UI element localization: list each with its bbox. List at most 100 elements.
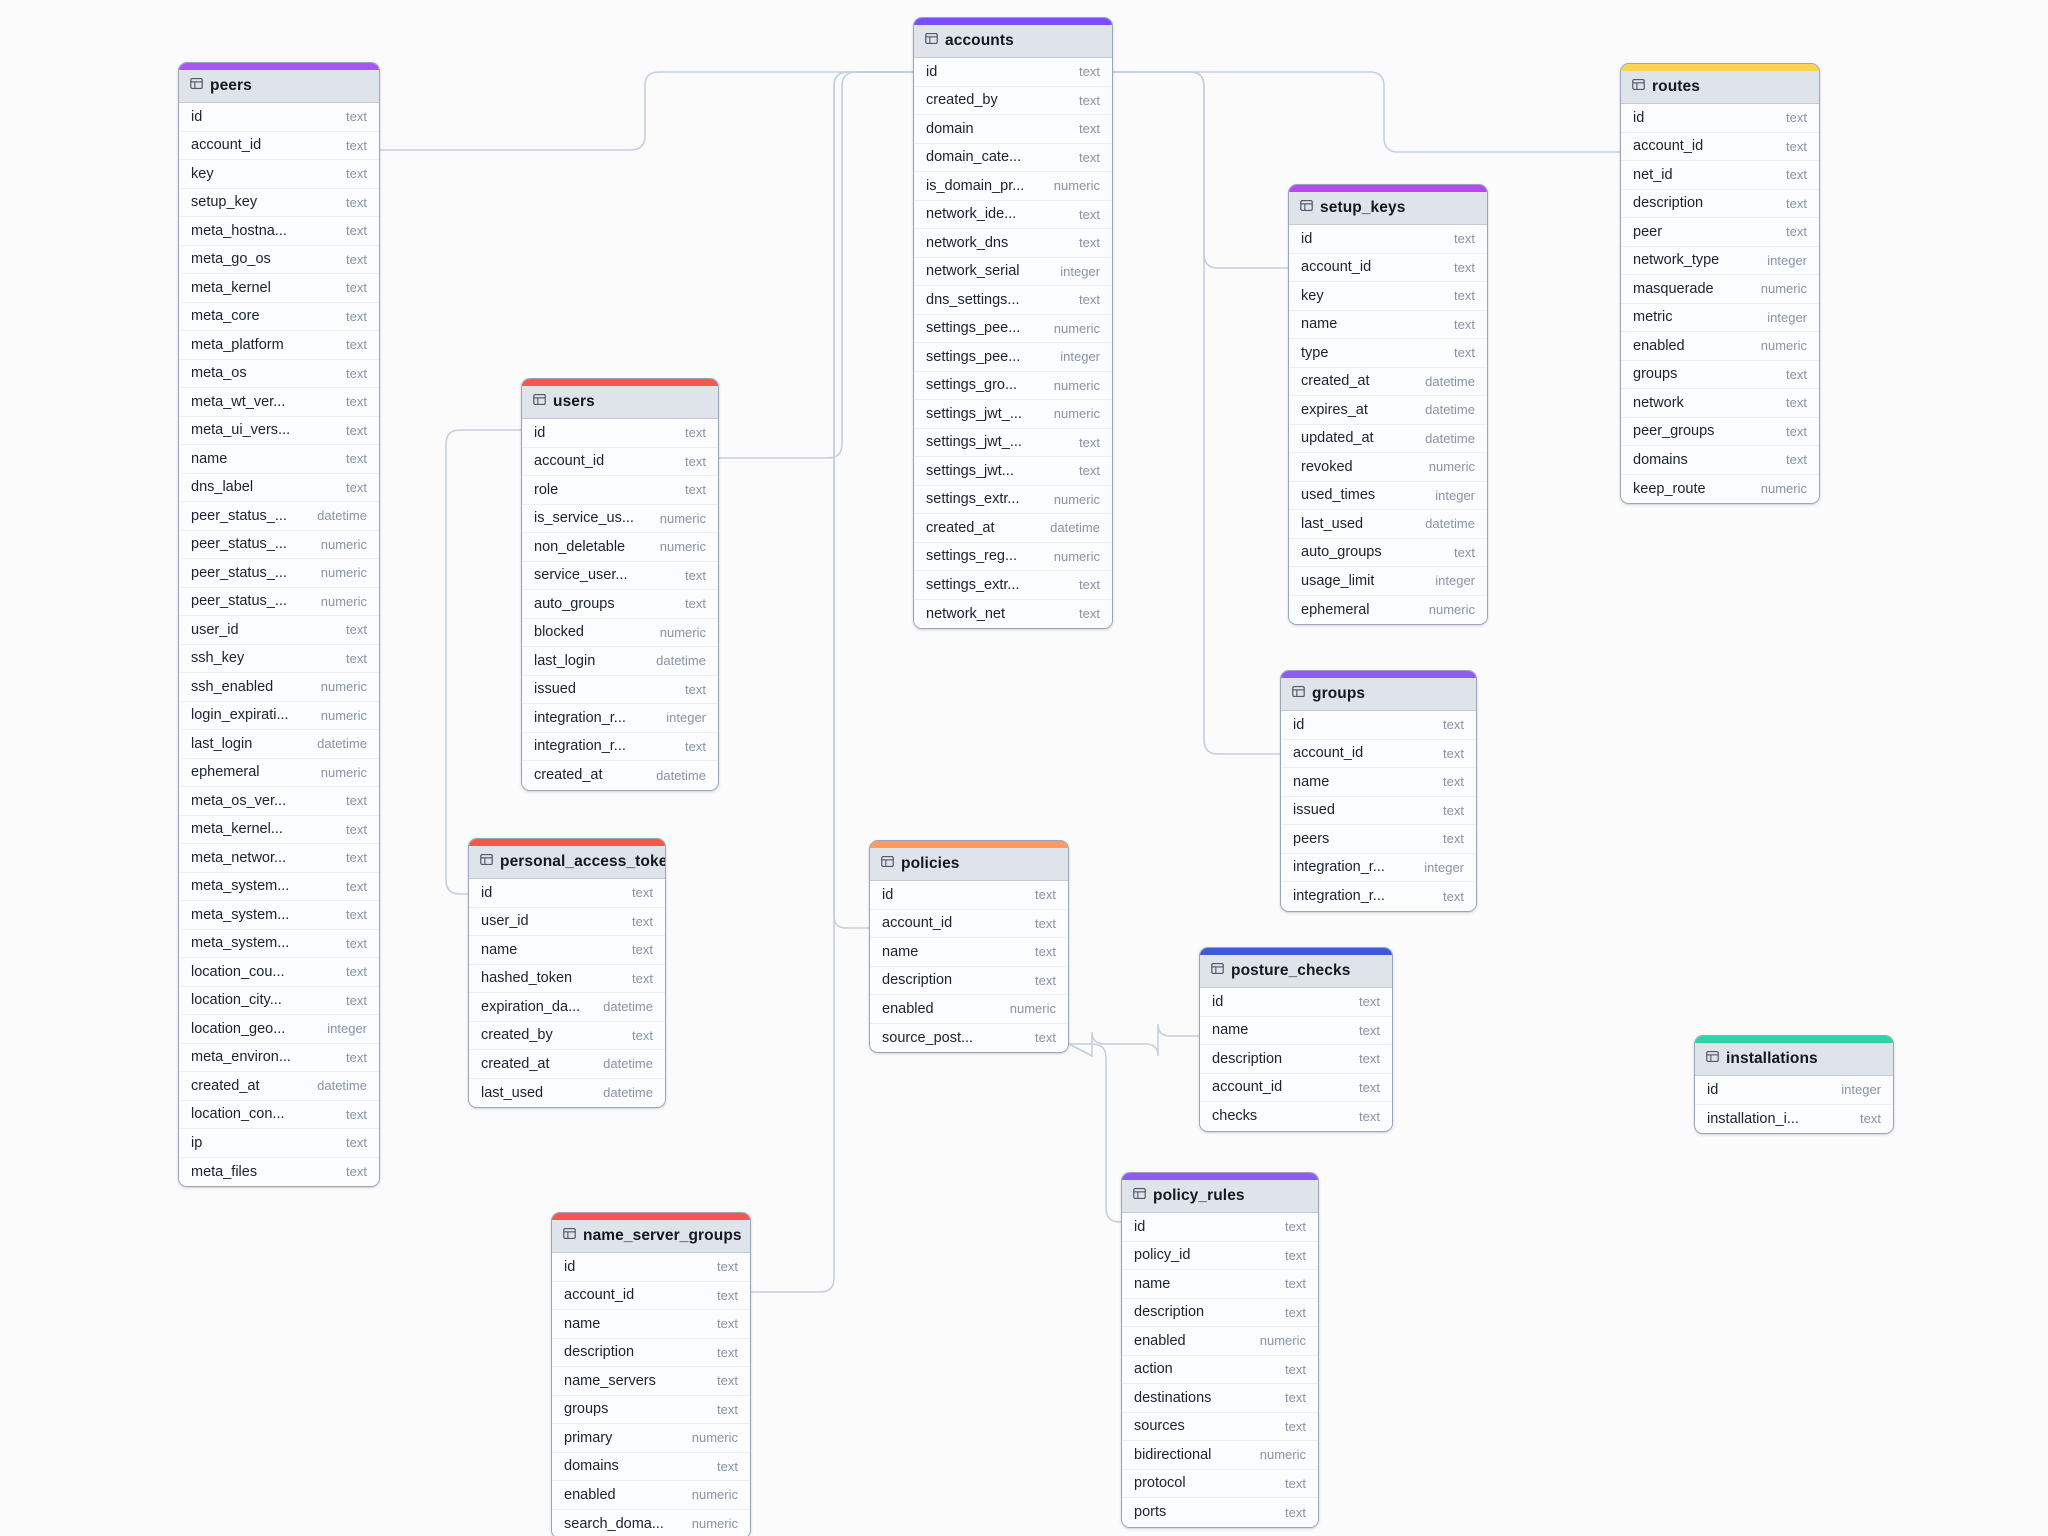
column-row[interactable]: is_domain_pr...numeric (914, 172, 1112, 201)
column-row[interactable]: settings_extr...text (914, 571, 1112, 600)
column-row[interactable]: meta_hostna...text (179, 217, 379, 246)
table-header-posture_checks[interactable]: posture_checks (1200, 955, 1392, 988)
table-header-name_server_groups[interactable]: name_server_groups (552, 1220, 750, 1253)
column-row[interactable]: meta_system...text (179, 929, 379, 958)
column-row[interactable]: location_geo...integer (179, 1015, 379, 1044)
column-row[interactable]: network_ide...text (914, 200, 1112, 229)
table-header-groups[interactable]: groups (1281, 678, 1476, 711)
column-row[interactable]: meta_networ...text (179, 844, 379, 873)
column-row[interactable]: location_city...text (179, 986, 379, 1015)
column-row[interactable]: integration_r...text (1281, 882, 1476, 911)
column-row[interactable]: meta_ui_vers...text (179, 416, 379, 445)
column-row[interactable]: settings_pee...numeric (914, 314, 1112, 343)
column-row[interactable]: meta_wt_ver...text (179, 388, 379, 417)
column-row[interactable]: is_service_us...numeric (522, 504, 718, 533)
column-row[interactable]: meta_system...text (179, 901, 379, 930)
column-row[interactable]: source_post...text (870, 1023, 1068, 1052)
column-row[interactable]: location_cou...text (179, 958, 379, 987)
table-header-policy_rules[interactable]: policy_rules (1122, 1180, 1318, 1213)
column-row[interactable]: service_user...text (522, 561, 718, 590)
table-node-personal_access_tokens[interactable]: personal_access_tokens idtextuser_idtext… (468, 838, 666, 1108)
column-row[interactable]: integration_r...text (522, 732, 718, 761)
column-row[interactable]: meta_os_ver...text (179, 787, 379, 816)
column-row[interactable]: installation_i...text (1695, 1104, 1893, 1133)
column-row[interactable]: meta_kernel...text (179, 815, 379, 844)
table-header-users[interactable]: users (522, 386, 718, 419)
column-row[interactable]: dns_settings...text (914, 286, 1112, 315)
column-row[interactable]: search_doma...numeric (552, 1509, 750, 1536)
